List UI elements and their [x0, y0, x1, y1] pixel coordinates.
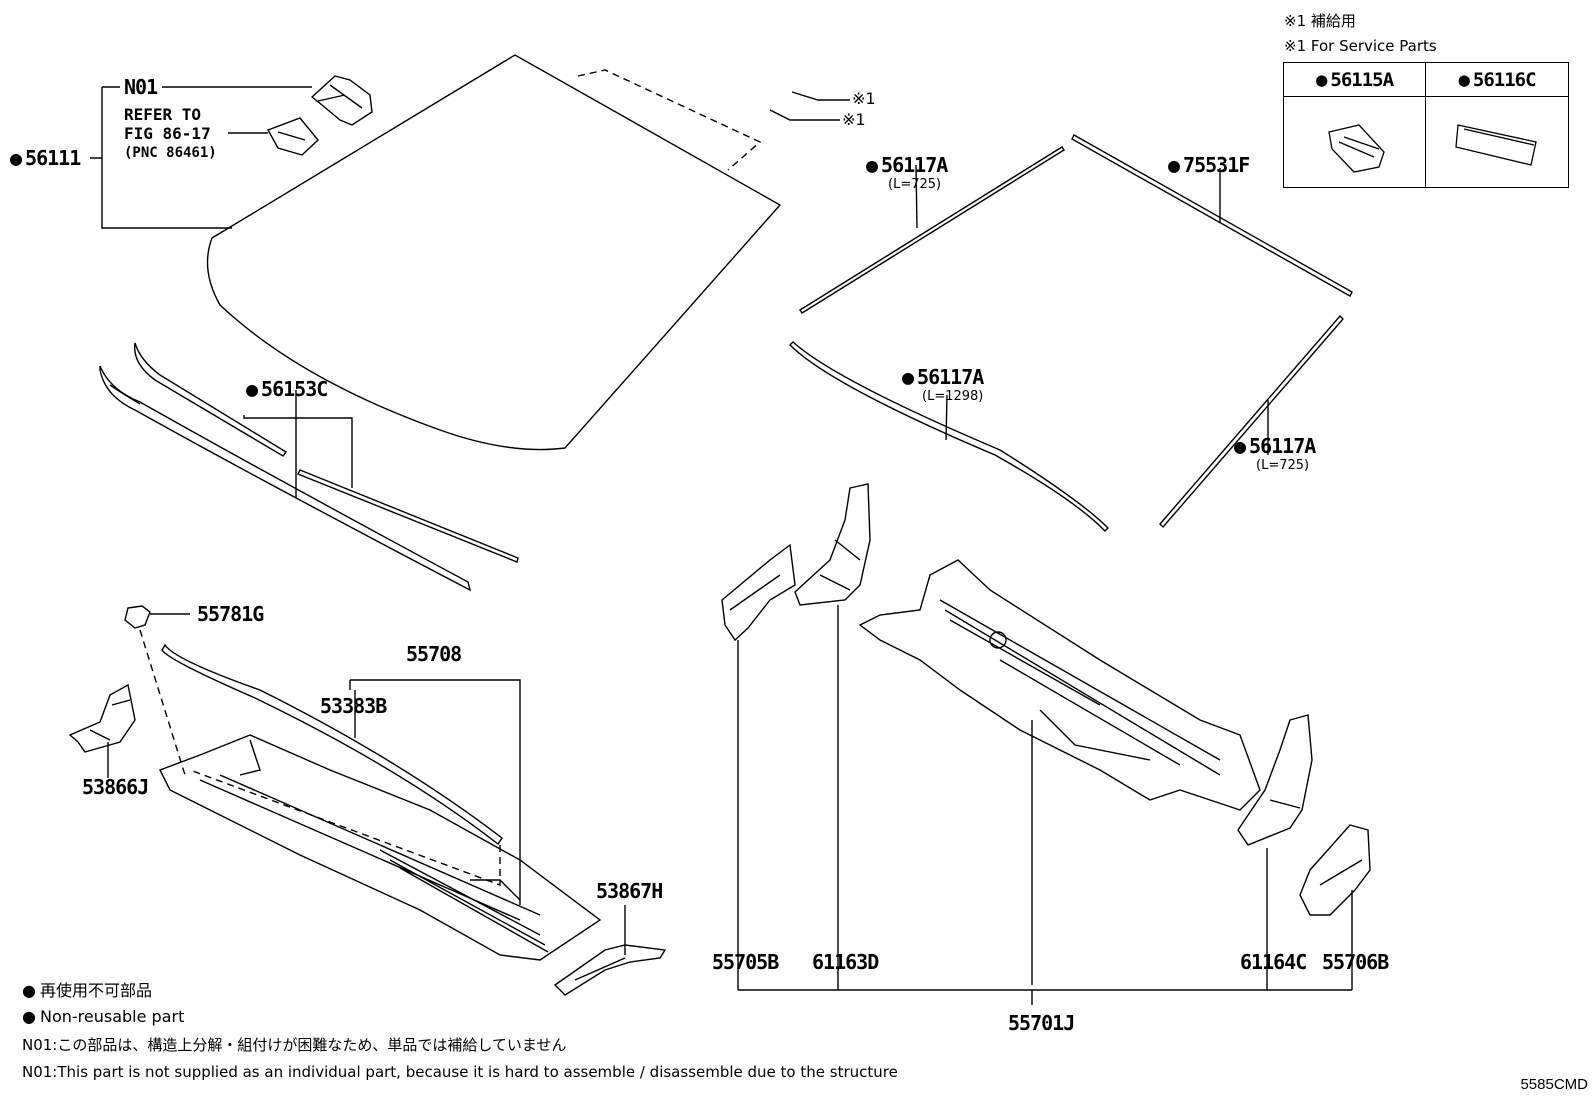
- label-53866J[interactable]: 53866J: [82, 775, 149, 799]
- service-part-56115A[interactable]: 56115A: [1284, 63, 1425, 97]
- service-note-jp: ※1 補給用: [1284, 12, 1356, 30]
- refer-line1: REFER TO: [124, 105, 202, 124]
- right-bracket: [553, 905, 667, 996]
- label-53867H[interactable]: 53867H: [596, 879, 663, 903]
- label-61164C[interactable]: 61164C: [1240, 950, 1307, 974]
- service-part-56116C[interactable]: 56116C: [1426, 63, 1568, 97]
- label-75531F[interactable]: 75531F: [1168, 154, 1250, 176]
- windshield-lower-strips: [99, 342, 519, 592]
- leaders-top-left: [90, 86, 312, 229]
- windshield-glass: [206, 54, 782, 451]
- refer-line2[interactable]: FIG 86-17: [124, 124, 211, 143]
- service-cell-1: 56115A: [1284, 63, 1426, 187]
- dash-panel: [858, 559, 1261, 985]
- label-55705B[interactable]: 55705B: [712, 950, 779, 974]
- service-parts-table: 56115A 56116C: [1283, 62, 1569, 188]
- cowl-louver: [159, 734, 602, 961]
- n01-bracket: [310, 75, 373, 126]
- label-55706B[interactable]: 55706B: [1322, 950, 1389, 974]
- label-55701J[interactable]: 55701J: [1008, 1011, 1075, 1035]
- label-N01[interactable]: N01: [124, 75, 158, 99]
- refer-line3: (PNC 86461): [124, 145, 217, 161]
- legend-n01-en: N01:This part is not supplied as an indi…: [22, 1063, 898, 1081]
- lower-moldings: [789, 314, 1344, 532]
- clip-illustration: [1328, 124, 1385, 173]
- length-56117A-top: (L=725): [888, 177, 942, 192]
- length-56117A-mid: (L=1298): [922, 389, 984, 404]
- legend-nonreuse-jp: 再使用不可部品: [22, 982, 152, 1000]
- pillar-bracket-left: [721, 543, 796, 990]
- label-55708[interactable]: 55708: [406, 642, 462, 666]
- legend-n01-jp: N01:この部品は、構造上分解・組付けが困難なため、単品では補給していません: [22, 1036, 567, 1054]
- label-53383B[interactable]: 53383B: [320, 694, 387, 718]
- cowl-seal: [161, 643, 521, 905]
- sensor-bracket: [266, 117, 319, 156]
- pad-illustration: [1455, 124, 1537, 166]
- label-56117A-right[interactable]: 56117A: [1234, 435, 1316, 457]
- pillar-panel-left: [794, 483, 871, 990]
- upper-moldings: [799, 134, 1353, 314]
- label-56153C[interactable]: 56153C: [246, 378, 328, 400]
- marker-service-2: ※1: [842, 110, 866, 129]
- clip: [124, 605, 190, 776]
- label-55781G[interactable]: 55781G: [197, 602, 264, 626]
- pillar-panel-right: [1237, 714, 1313, 990]
- left-bracket: [68, 683, 136, 778]
- pillar-bracket-right: [1299, 824, 1371, 990]
- bottom-bracket-55701J: [738, 989, 1352, 1005]
- label-56117A-top[interactable]: 56117A: [866, 154, 948, 176]
- service-note-en: ※1 For Service Parts: [1284, 37, 1437, 55]
- service-cell-2: 56116C: [1426, 63, 1568, 187]
- length-56117A-right: (L=725): [1256, 458, 1310, 473]
- label-56117A-mid[interactable]: 56117A: [902, 366, 984, 388]
- marker-service-1: ※1: [852, 89, 876, 108]
- service-strips: [769, 91, 850, 121]
- label-61163D[interactable]: 61163D: [812, 950, 879, 974]
- label-56111[interactable]: 56111: [10, 147, 81, 169]
- diagram-code: 5585CMD: [1520, 1076, 1588, 1093]
- legend-nonreuse-en: Non-reusable part: [22, 1008, 184, 1026]
